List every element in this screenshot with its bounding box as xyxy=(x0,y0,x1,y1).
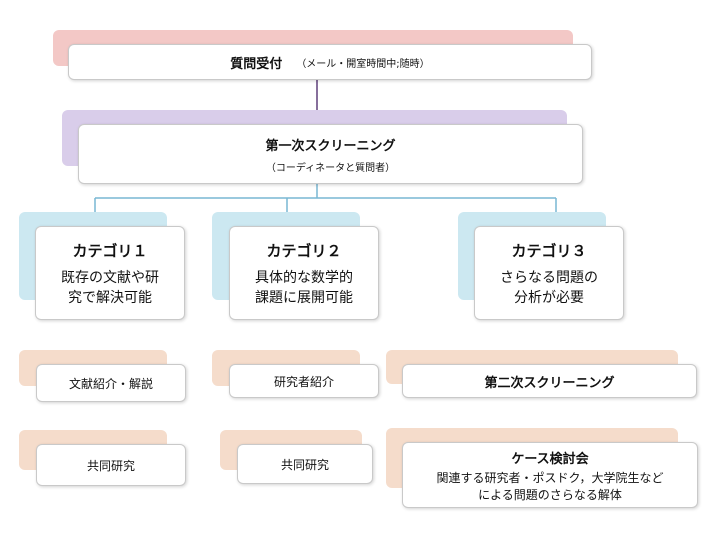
intake-box: 質問受付 （メール・開室時間中;随時） xyxy=(68,44,592,80)
c3-bottom-line2: による問題のさらなる解体 xyxy=(478,487,622,502)
c3-bottom-box: ケース検討会 関連する研究者・ポスドク，大学院生など による問題のさらなる解体 xyxy=(402,442,698,508)
c2-top-box: 研究者紹介 xyxy=(229,364,379,398)
c3-bottom-title: ケース検討会 xyxy=(511,451,589,467)
c2-bottom-label: 共同研究 xyxy=(280,457,329,472)
screening1-box: 第一次スクリーニング （コーディネータと質問者） xyxy=(78,124,583,184)
intake-title: 質問受付 xyxy=(230,56,283,72)
category1-title: カテゴリ１ xyxy=(72,241,148,260)
category3-box: カテゴリ３ さらなる問題の 分析が必要 xyxy=(474,226,624,320)
category3-title: カテゴリ３ xyxy=(511,241,587,260)
category2-line2: 課題に展開可能 xyxy=(255,289,353,306)
c2-bottom-box: 共同研究 xyxy=(237,444,373,484)
c1-top-label: 文献紹介・解説 xyxy=(68,376,153,391)
category3-line1: さらなる問題の xyxy=(500,269,598,286)
category2-line1: 具体的な数学的 xyxy=(255,269,353,286)
c1-bottom-label: 共同研究 xyxy=(86,458,135,473)
c1-top-box: 文献紹介・解説 xyxy=(36,364,186,402)
intake-note: （メール・開室時間中;随時） xyxy=(296,58,430,70)
c1-bottom-box: 共同研究 xyxy=(36,444,186,486)
screening1-title: 第一次スクリーニング xyxy=(265,138,396,154)
category2-box: カテゴリ２ 具体的な数学的 課題に展開可能 xyxy=(229,226,379,320)
category1-line1: 既存の文献や研 xyxy=(61,269,159,286)
screening1-note: （コーディネータと質問者） xyxy=(265,162,396,174)
c3-top-box: 第二次スクリーニング xyxy=(402,364,697,398)
c3-top-label: 第二次スクリーニング xyxy=(484,375,615,391)
category1-box: カテゴリ１ 既存の文献や研 究で解決可能 xyxy=(35,226,185,320)
c3-bottom-line1: 関連する研究者・ポスドク，大学院生など xyxy=(436,470,664,485)
category3-line2: 分析が必要 xyxy=(514,289,584,306)
category2-title: カテゴリ２ xyxy=(266,241,342,260)
c2-top-label: 研究者紹介 xyxy=(273,374,334,389)
category1-line2: 究で解決可能 xyxy=(68,289,152,306)
